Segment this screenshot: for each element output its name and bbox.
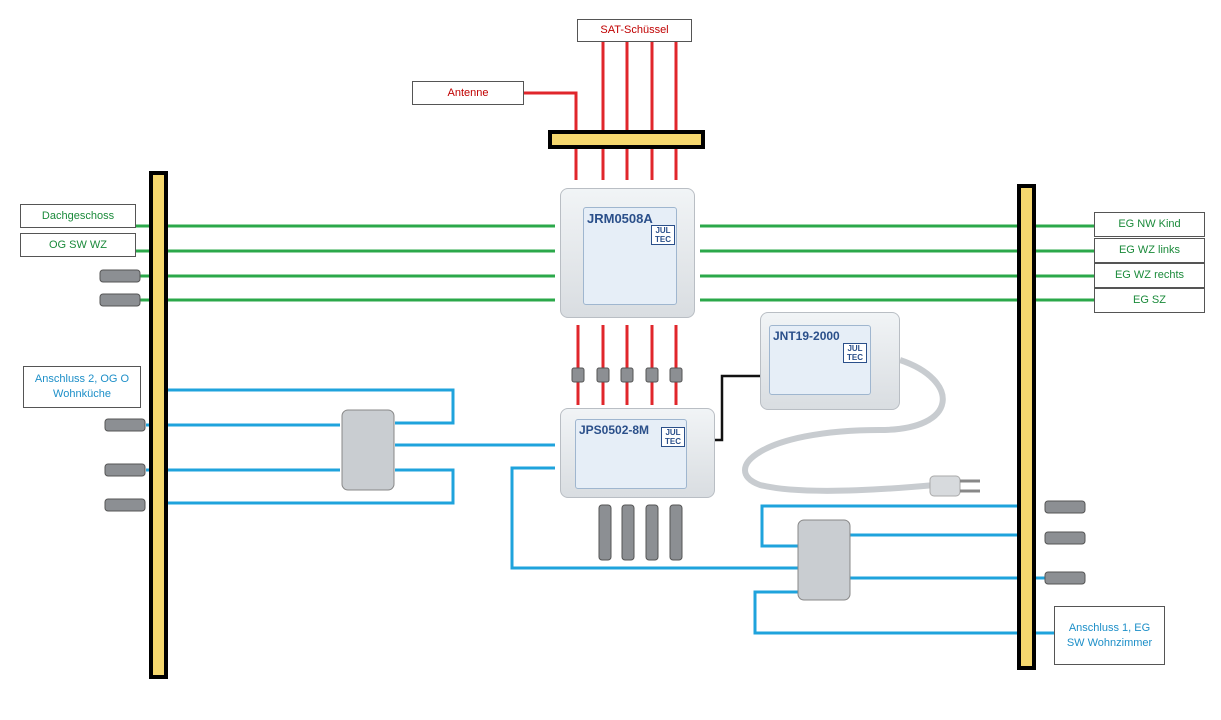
label-og-sw-wz: OG SW WZ xyxy=(20,233,136,257)
power-supply-brand-logo: JUL TEC xyxy=(843,343,867,363)
power-supply-model: JNT19-2000 xyxy=(773,329,840,343)
blue-lines xyxy=(146,388,1054,635)
green-lines xyxy=(136,224,1094,302)
left-riser-bar xyxy=(149,171,168,679)
mains-cable xyxy=(742,357,946,494)
multiswitch-device: JRM0508A JUL TEC xyxy=(560,188,695,318)
multiswitch-brand-logo: JUL TEC xyxy=(651,225,675,245)
splitter-icons xyxy=(341,409,851,601)
label-antenna: Antenne xyxy=(412,81,524,105)
f-connector-icons xyxy=(99,269,1086,585)
label-anschluss-2: Anschluss 2, OG O Wohnküche xyxy=(23,366,141,408)
power-cable xyxy=(715,374,760,442)
red-lines xyxy=(524,41,678,405)
label-eg-nw-kind: EG NW Kind xyxy=(1094,212,1205,237)
amplifier-model: JPS0502-8M xyxy=(579,423,650,437)
label-eg-wz-links: EG WZ links xyxy=(1094,238,1205,263)
mains-plug-icon xyxy=(929,475,980,497)
amplifier-brand-logo: JUL TEC xyxy=(661,427,685,447)
label-sat-dish: SAT-Schüssel xyxy=(577,19,692,42)
label-eg-sz: EG SZ xyxy=(1094,288,1205,313)
sat-bus-bar xyxy=(548,130,705,149)
power-supply-device: JNT19-2000 JUL TEC xyxy=(760,312,900,410)
amplifier-device: JPS0502-8M JUL TEC xyxy=(560,408,715,498)
multiswitch-model: JRM0508A xyxy=(587,211,653,226)
label-anschluss-1: Anschluss 1, EG SW Wohnzimmer xyxy=(1054,606,1165,665)
label-dachgeschoss: Dachgeschoss xyxy=(20,204,136,228)
label-eg-wz-rechts: EG WZ rechts xyxy=(1094,263,1205,288)
right-riser-bar xyxy=(1017,184,1036,670)
